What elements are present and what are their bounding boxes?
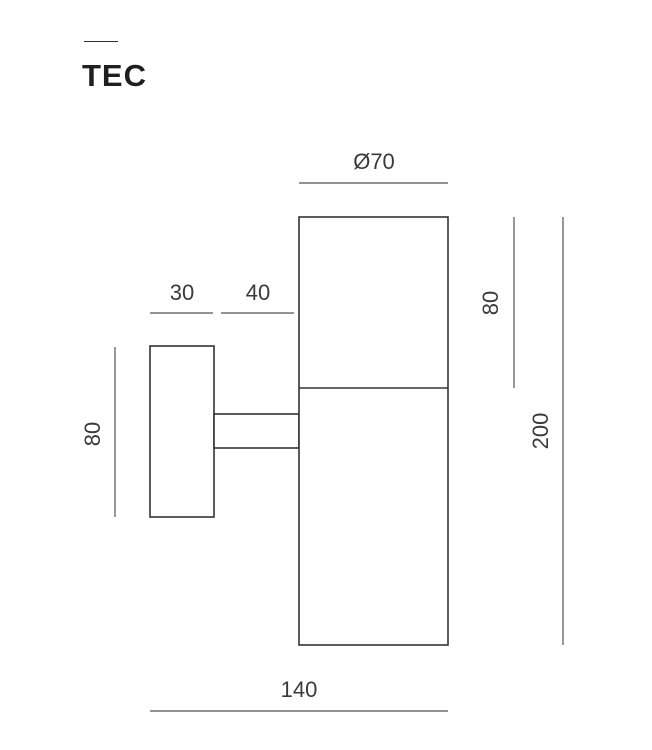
arm-length-label: 40 (246, 280, 270, 305)
total-depth-label: 140 (281, 677, 318, 702)
wall-base-plate (149, 345, 215, 518)
title-rule (84, 41, 118, 42)
total-height-label: 200 (528, 413, 553, 450)
base-height-label: 80 (80, 422, 105, 446)
diameter-label: Ø70 (353, 149, 395, 174)
upper-section-height-label: 80 (478, 291, 503, 315)
product-title: TEC (82, 58, 147, 93)
connecting-arm (213, 413, 300, 449)
base-depth-label: 30 (170, 280, 194, 305)
cylinder-body (298, 216, 449, 646)
